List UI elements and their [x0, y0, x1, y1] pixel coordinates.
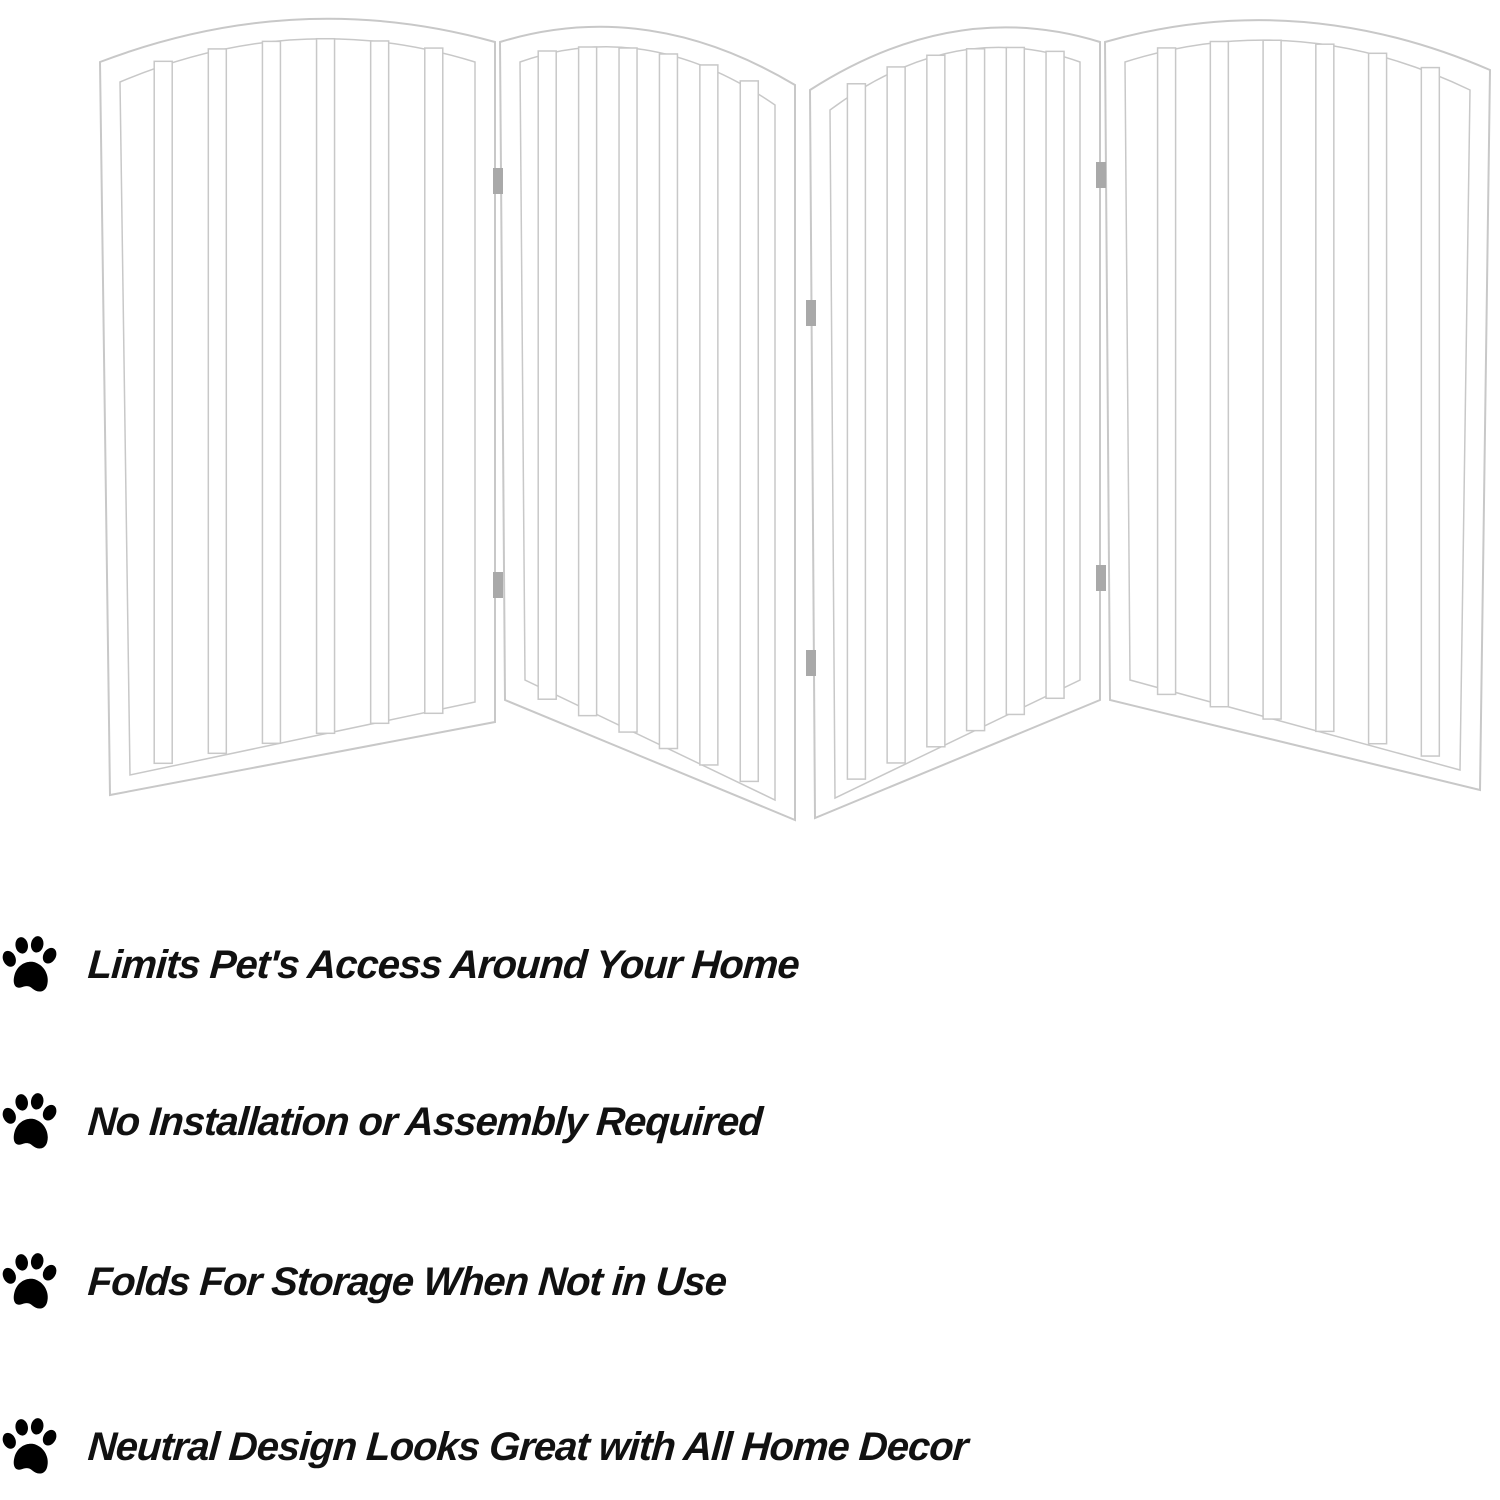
- gate-slat: [1005, 46, 1026, 716]
- gate-slat: [739, 80, 760, 783]
- gate-slat: [424, 47, 444, 715]
- gate-slat: [577, 46, 598, 717]
- hinge: [806, 650, 816, 676]
- hinge: [493, 572, 503, 598]
- panel-opening: [119, 38, 476, 776]
- panel-opening: [1124, 39, 1471, 771]
- gate-slat: [537, 50, 557, 700]
- paw-icon: [0, 1417, 60, 1477]
- gate-slat: [965, 48, 986, 732]
- gate-slat: [207, 48, 228, 755]
- hinge: [1096, 565, 1106, 591]
- feature-text: Limits Pet's Access Around Your Home: [86, 942, 801, 987]
- feature-item: Limits Pet's Access Around Your Home: [0, 930, 801, 1000]
- gate-slat: [153, 60, 173, 765]
- panel-opening: [829, 46, 1081, 800]
- gate-slat: [1262, 39, 1282, 720]
- gate-slat: [1420, 66, 1441, 757]
- feature-item: Folds For Storage When Not in Use: [0, 1247, 728, 1317]
- gate-slat: [1045, 50, 1065, 700]
- hinge: [493, 168, 503, 194]
- gate-slat: [699, 64, 719, 766]
- panel-opening: [519, 46, 776, 802]
- gate-slat: [658, 53, 679, 750]
- gate-slat: [926, 54, 946, 748]
- gate-slat: [1315, 43, 1335, 733]
- folding-pet-gate-image: [98, 17, 1492, 822]
- feature-item: Neutral Design Looks Great with All Home…: [0, 1412, 969, 1482]
- paw-icon: [0, 1252, 60, 1312]
- feature-text: Folds For Storage When Not in Use: [86, 1259, 728, 1304]
- gate-slat: [315, 37, 336, 735]
- feature-text: No Installation or Assembly Required: [86, 1099, 764, 1144]
- gate-slat: [261, 40, 282, 745]
- gate-slat: [369, 40, 390, 725]
- gate-slat: [1156, 47, 1177, 696]
- paw-icon: [0, 1092, 60, 1152]
- gate-slat: [1367, 52, 1388, 745]
- gate-slat: [846, 83, 867, 780]
- gate-slat: [1209, 40, 1230, 708]
- gate-slat: [618, 47, 638, 733]
- gate-slat: [886, 66, 906, 764]
- feature-item: No Installation or Assembly Required: [0, 1087, 764, 1157]
- hinge: [1096, 162, 1106, 188]
- hinge: [806, 300, 816, 326]
- feature-text: Neutral Design Looks Great with All Home…: [86, 1424, 969, 1469]
- paw-icon: [0, 935, 60, 995]
